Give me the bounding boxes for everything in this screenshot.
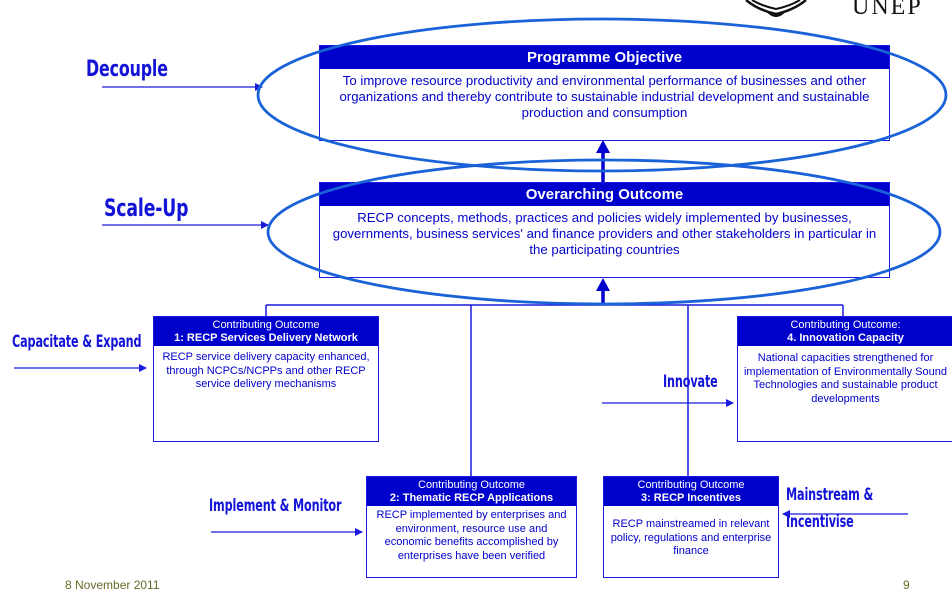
- contributing-outcome-4-header: Contributing Outcome: 4. Innovation Capa…: [738, 317, 952, 347]
- contributing-outcome-4-label: Contributing Outcome:: [790, 319, 901, 331]
- action-scale-up: Scale-Up: [104, 194, 189, 222]
- overarching-outcome-text: RECP concepts, methods, practices and po…: [332, 210, 877, 258]
- contributing-outcome-3-box: Contributing Outcome 3: RECP Incentives …: [603, 476, 779, 578]
- contributing-outcome-3-header: Contributing Outcome 3: RECP Incentives: [604, 477, 778, 507]
- action-innovate: Innovate: [663, 372, 718, 392]
- scale-up-ellipse: [266, 158, 942, 306]
- contributing-outcome-3-label: Contributing Outcome: [637, 479, 745, 491]
- programme-objective-title: Programme Objective: [320, 46, 889, 70]
- decouple-ellipse: [256, 17, 948, 173]
- contributing-outcome-1-text: RECP service delivery capacity enhanced,…: [162, 351, 370, 391]
- contributing-outcome-2-header: Contributing Outcome 2: Thematic RECP Ap…: [367, 477, 576, 507]
- contributing-outcome-1-box: Contributing Outcome 1: RECP Services De…: [153, 316, 379, 442]
- contributing-outcome-1-name: 1: RECP Services Delivery Network: [174, 331, 358, 344]
- contributing-outcome-2-box: Contributing Outcome 2: Thematic RECP Ap…: [366, 476, 577, 578]
- contributing-outcome-4-name: 4. Innovation Capacity: [787, 331, 904, 344]
- action-capacitate-expand: Capacitate & Expand: [12, 332, 142, 352]
- action-incentivise: Incentivise: [786, 512, 854, 532]
- tree-connectors: [265, 304, 844, 476]
- unep-logo-icon: [745, 0, 807, 17]
- action-arrows: [14, 83, 908, 536]
- contributing-outcome-4-text: National capacities strengthened for imp…: [743, 352, 947, 405]
- overarching-outcome-title: Overarching Outcome: [320, 183, 889, 207]
- footer-date: 8 November 2011: [65, 578, 160, 592]
- vertical-arrows: [596, 140, 610, 305]
- action-decouple: Decouple: [86, 57, 168, 82]
- programme-objective-box: Programme Objective To improve resource …: [319, 45, 890, 141]
- contributing-outcome-4-box: Contributing Outcome: 4. Innovation Capa…: [737, 316, 952, 442]
- logo-text: UNEP: [852, 0, 923, 20]
- overarching-outcome-box: Overarching Outcome RECP concepts, metho…: [319, 182, 890, 278]
- contributing-outcome-2-name: 2: Thematic RECP Applications: [389, 491, 554, 504]
- contributing-outcome-1-label: Contributing Outcome: [212, 319, 320, 331]
- action-implement-monitor: Implement & Monitor: [209, 496, 342, 516]
- action-mainstream: Mainstream &: [786, 485, 874, 505]
- contributing-outcome-3-text: RECP mainstreamed in relevant policy, re…: [610, 518, 772, 558]
- contributing-outcome-1-header: Contributing Outcome 1: RECP Services De…: [154, 317, 378, 347]
- contributing-outcome-2-text: RECP implemented by enterprises and envi…: [376, 509, 567, 562]
- page-number: 9: [903, 578, 910, 592]
- contributing-outcome-3-name: 3: RECP Incentives: [640, 491, 742, 504]
- contributing-outcome-2-label: Contributing Outcome: [418, 479, 525, 491]
- programme-objective-text: To improve resource productivity and env…: [339, 73, 870, 121]
